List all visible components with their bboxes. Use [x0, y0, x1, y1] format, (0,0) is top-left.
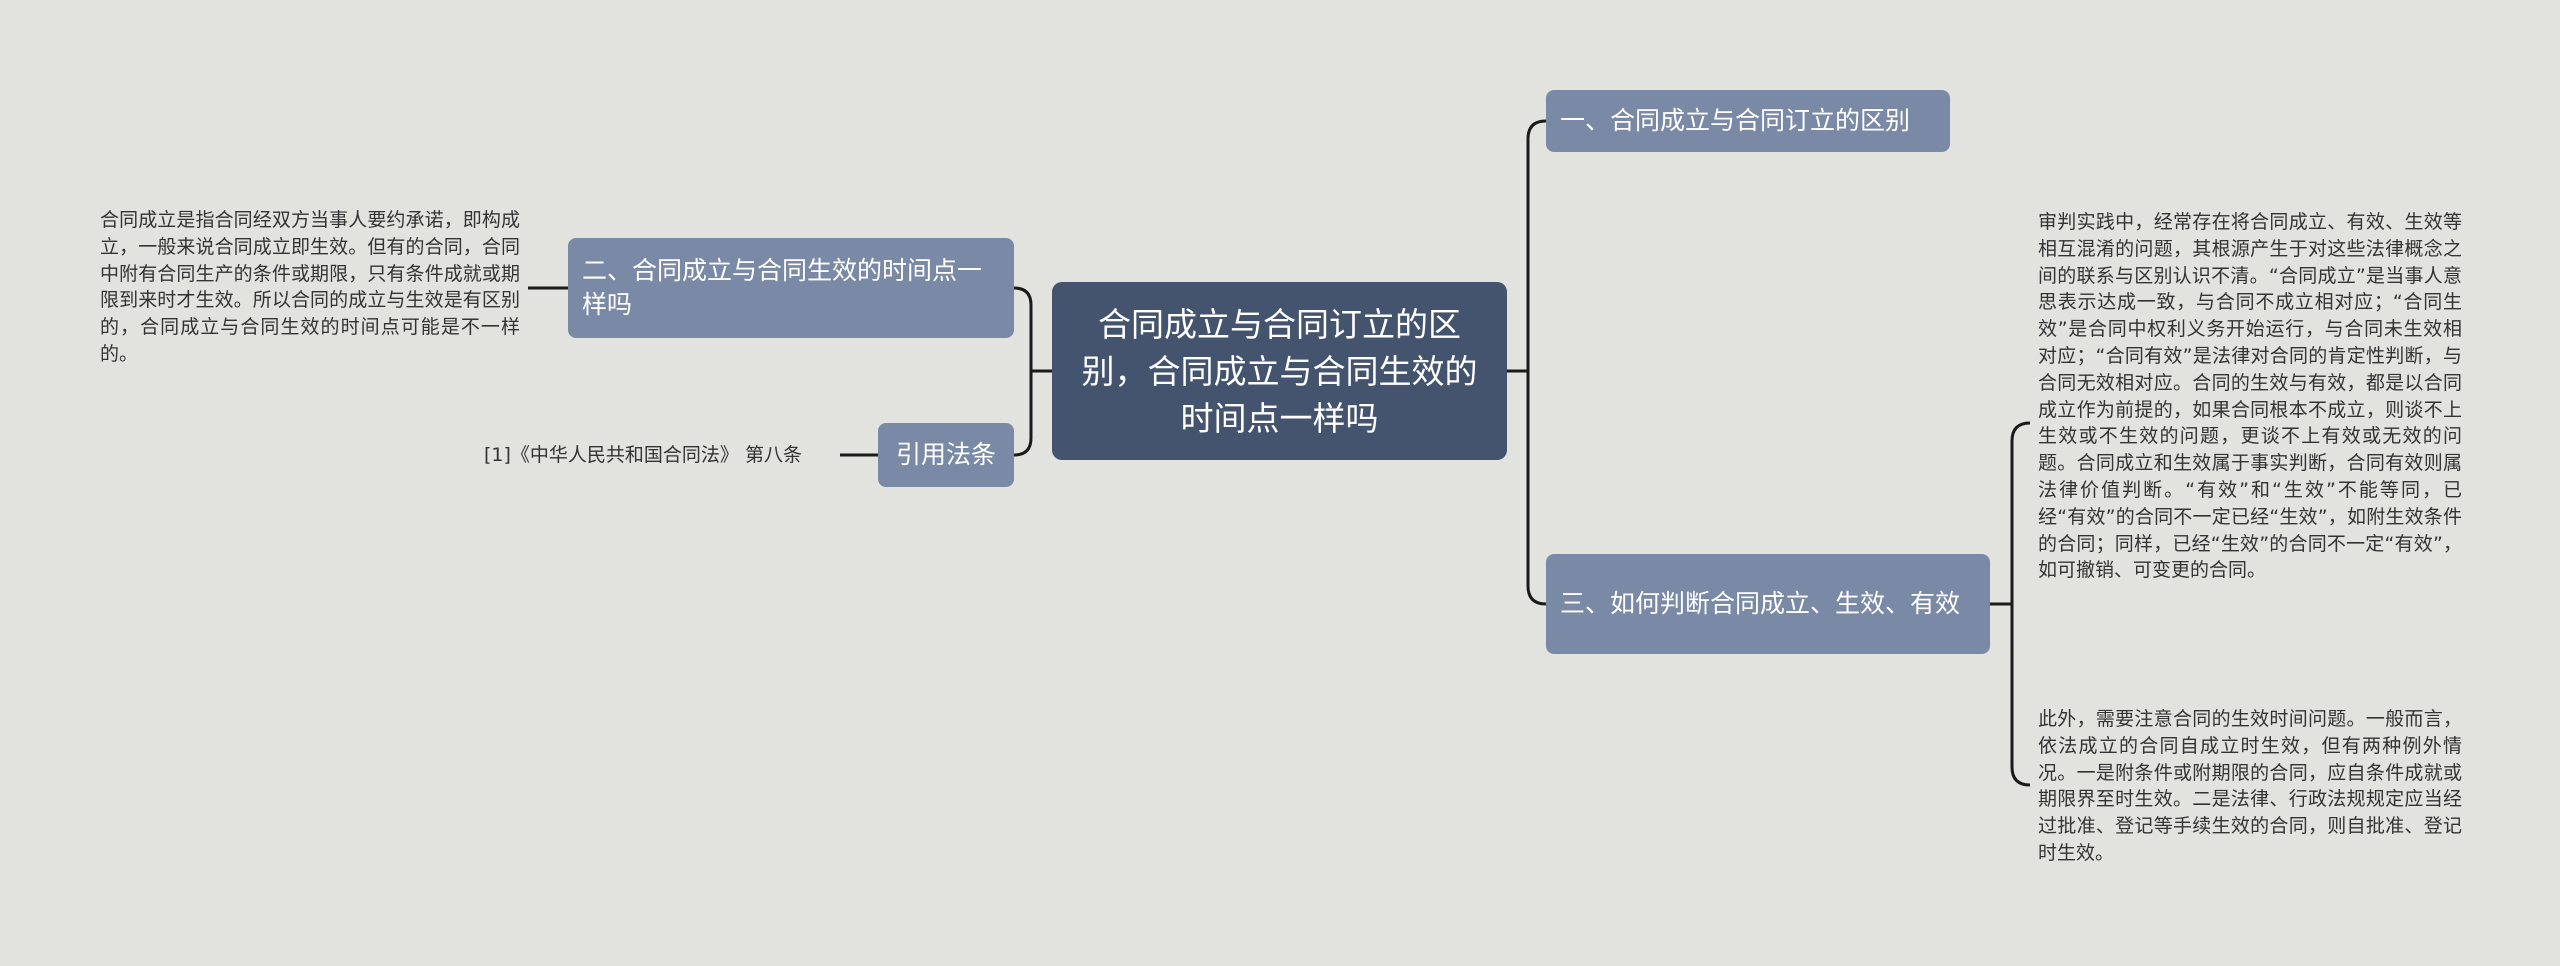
root-topic[interactable]: 合同成立与合同订立的区别，合同成立与合同生效的时间点一样吗 — [1052, 282, 1507, 460]
branch-difference[interactable]: 一、合同成立与合同订立的区别 — [1546, 90, 1950, 152]
branch-difference-label: 一、合同成立与合同订立的区别 — [1560, 106, 1911, 135]
connector-right-bracket — [1526, 119, 1547, 606]
branch-effective-time-label: 二、合同成立与合同生效的时间点一样吗 — [582, 256, 983, 319]
connector-left-bracket — [1013, 286, 1033, 457]
branch-cited-law[interactable]: 引用法条 — [878, 423, 1014, 487]
leaf-judge-text-1: 审判实践中，经常存在将合同成立、有效、生效等相互混淆的问题，其根源产生于对这些法… — [2038, 211, 2462, 582]
branch-cited-law-label: 引用法条 — [895, 440, 996, 469]
leaf-effective-time-text: 合同成立是指合同经双方当事人要约承诺，即构成立，一般来说合同成立即生效。但有的合… — [100, 209, 520, 365]
connector-b3-bracket — [2010, 421, 2031, 787]
leaf-law-reference: [1]《中华人民共和国合同法》 第八条 — [484, 444, 802, 466]
branch-how-to-judge-label: 三、如何判断合同成立、生效、有效 — [1560, 589, 1961, 618]
leaf-judge-text-2: 此外，需要注意合同的生效时间问题。一般而言，依法成立的合同自成立时生效，但有两种… — [2038, 708, 2462, 864]
branch-how-to-judge[interactable]: 三、如何判断合同成立、生效、有效 — [1546, 554, 1990, 654]
branch-effective-time[interactable]: 二、合同成立与合同生效的时间点一样吗 — [568, 238, 1014, 338]
root-topic-label: 合同成立与合同订立的区别，合同成立与合同生效的时间点一样吗 — [1081, 304, 1478, 438]
